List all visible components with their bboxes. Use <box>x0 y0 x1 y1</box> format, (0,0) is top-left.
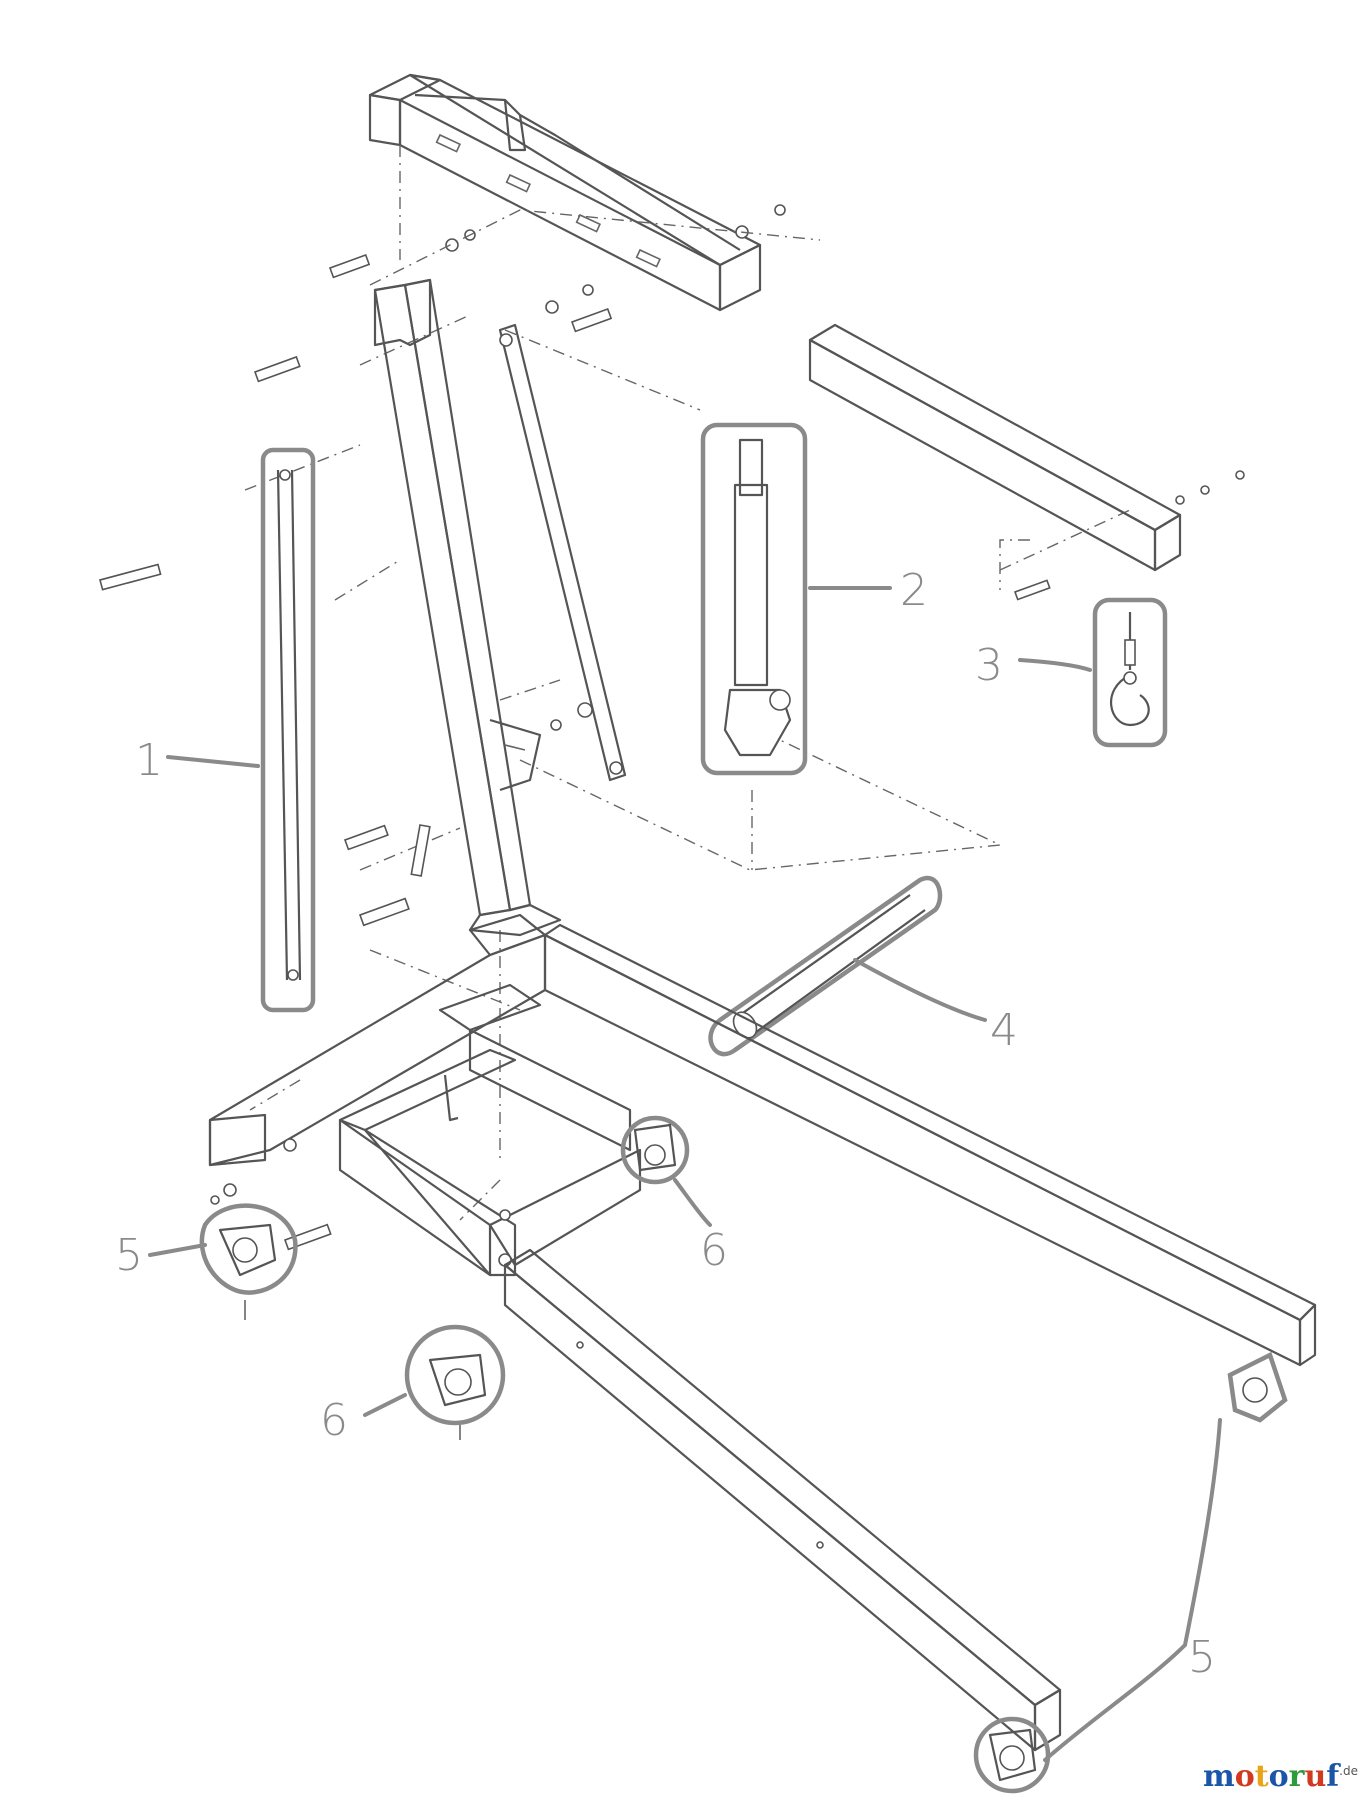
logo-letter: o <box>1268 1759 1289 1794</box>
callout-number-2: 2 <box>900 565 928 616</box>
callout-number-5-left: 5 <box>115 1230 143 1281</box>
callout-number-3: 3 <box>975 640 1003 691</box>
part-2-ram <box>700 422 892 776</box>
logo-letter: r <box>1288 1759 1305 1794</box>
logo-suffix: .de <box>1339 1764 1358 1778</box>
front-leg <box>503 1248 1062 1752</box>
callout-number-4: 4 <box>990 1005 1018 1056</box>
logo-letter: t <box>1254 1759 1269 1794</box>
logo-text: motoruf <box>1203 1759 1339 1794</box>
boom-extension <box>808 323 1245 601</box>
base-frame <box>208 913 1317 1367</box>
logo-letter: f <box>1326 1759 1340 1794</box>
logo-letter: u <box>1304 1759 1327 1794</box>
brace-arm <box>498 323 627 782</box>
boom-hardware <box>253 204 786 383</box>
part-3-hook <box>1018 597 1168 748</box>
callout-number-5-right: 5 <box>1188 1632 1216 1683</box>
motoruf-logo: motoruf.de <box>1203 1759 1358 1794</box>
caster-5-right-rear <box>1227 1351 1288 1423</box>
boom-arm <box>368 73 762 312</box>
logo-letter: o <box>1234 1759 1255 1794</box>
mast-hardware <box>99 563 431 927</box>
callout-number-6-center: 6 <box>320 1395 348 1446</box>
part-1-rod <box>166 447 316 1013</box>
caster-5-left <box>148 1203 298 1320</box>
caster-6-rear <box>620 1115 712 1227</box>
mast <box>373 278 562 937</box>
caster-6-center <box>363 1324 506 1440</box>
logo-letter: m <box>1203 1759 1235 1794</box>
part-4-pin <box>708 875 987 1057</box>
callout-number-6-rear: 6 <box>700 1225 728 1276</box>
leader-5-right <box>1043 1418 1222 1762</box>
callout-number-1: 1 <box>135 735 163 786</box>
